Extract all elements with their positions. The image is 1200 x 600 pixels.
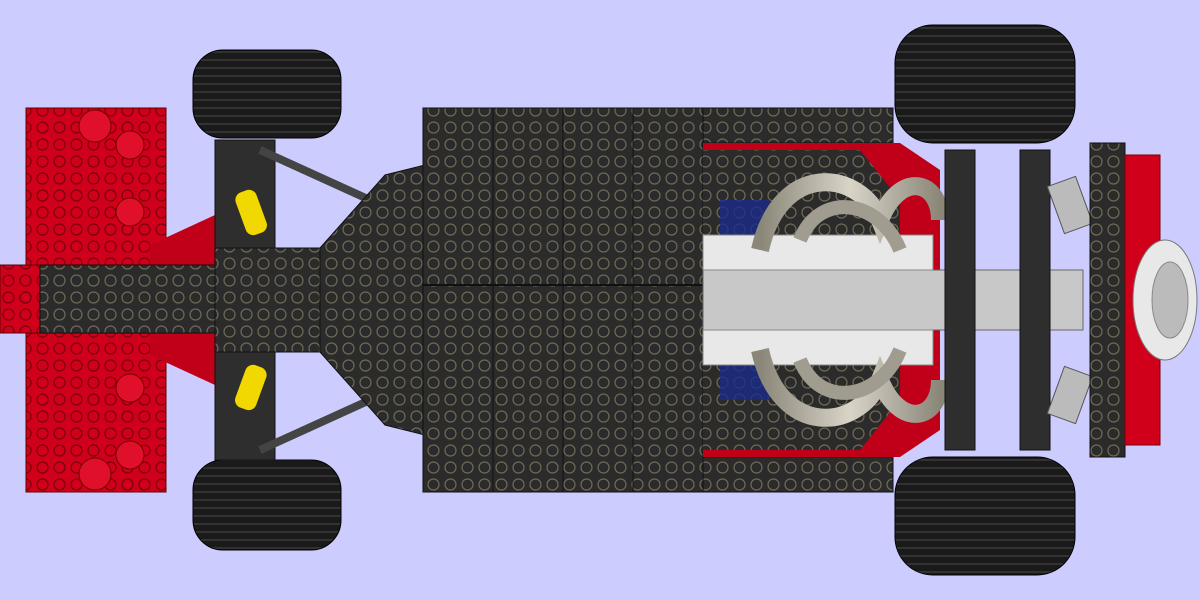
rear-right-wheel	[894, 456, 1076, 576]
yellow-part-top	[235, 189, 267, 236]
rear-section	[702, 107, 1198, 493]
rear-left-wheel	[894, 24, 1076, 144]
yellow-part-bottom	[235, 364, 267, 411]
front-left-wheel	[192, 49, 342, 139]
front-right-wheel	[192, 459, 342, 551]
nose-beam	[39, 264, 221, 334]
